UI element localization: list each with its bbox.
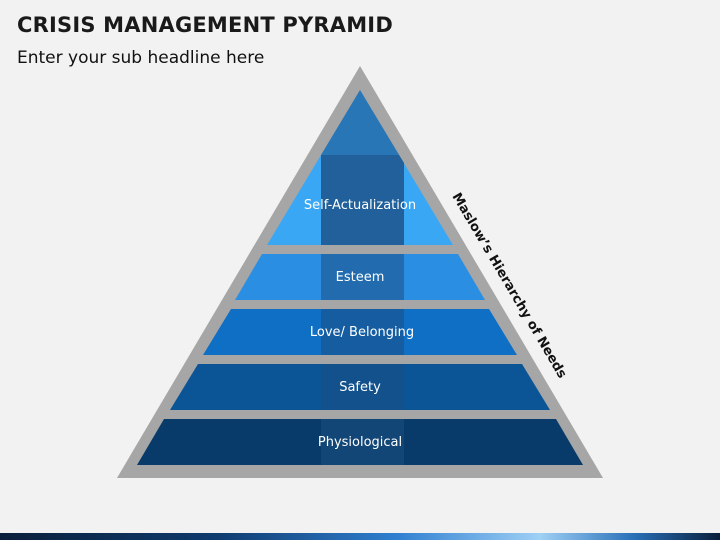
page-title: CRISIS MANAGEMENT PYRAMID [17,13,393,37]
level-label-esteem: Esteem [336,270,385,285]
level-label-love-belonging: Love/ Belonging [310,325,414,340]
level-label-physiological: Physiological [318,435,402,450]
bottom-accent-bar [0,533,720,540]
level-label-self-actualization: Self-Actualization [304,198,416,213]
level-label-safety: Safety [339,380,381,395]
center-stripe-top [321,90,404,245]
page-subtitle: Enter your sub headline here [17,48,265,68]
